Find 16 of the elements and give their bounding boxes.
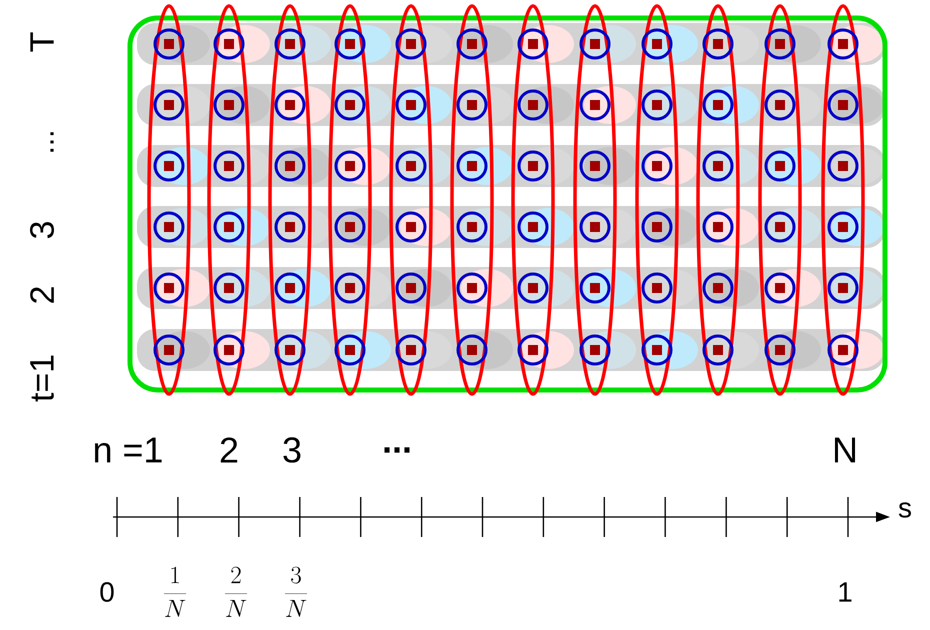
tick-label: $\frac{3}{N}$ bbox=[285, 566, 308, 617]
tick-label: $\frac{2}{N}$ bbox=[225, 566, 248, 617]
index-label: 3 bbox=[283, 437, 300, 463]
axis-label: t=1 bbox=[30, 356, 54, 402]
axis-label: T bbox=[30, 32, 54, 52]
axis-label: ... bbox=[50, 132, 54, 152]
index-label: 2 bbox=[220, 437, 238, 463]
axis-label: 2 bbox=[30, 287, 54, 303]
axis-label: 3 bbox=[30, 222, 54, 238]
tick-label: 0 bbox=[100, 582, 114, 602]
tick-label: s bbox=[898, 502, 911, 518]
index-label: n =1 bbox=[94, 438, 162, 462]
tick-label: $\frac{1}{N}$ bbox=[164, 566, 186, 617]
tick-label: 1 bbox=[839, 582, 852, 602]
index-label: ... bbox=[384, 447, 410, 453]
index-label: N bbox=[835, 438, 856, 462]
